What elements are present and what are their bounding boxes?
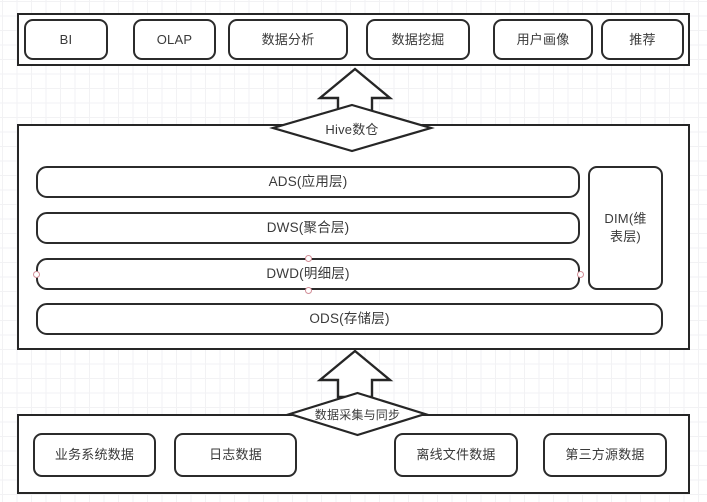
node-data-analysis[interactable]: 数据分析 [228,19,348,60]
node-bi[interactable]: BI [24,19,108,60]
layer-dim[interactable]: DIM(维 表层) [588,166,663,290]
layer-dws[interactable]: DWS(聚合层) [36,212,580,244]
selection-handle-dwd-bottom[interactable] [304,286,312,294]
arrow-sources-to-warehouse[interactable] [316,349,394,399]
layer-dwd[interactable]: DWD(明细层) [36,258,580,290]
node-user-profile[interactable]: 用户画像 [493,19,593,60]
selection-handle-dwd-top[interactable] [304,254,312,262]
layer-ods[interactable]: ODS(存储层) [36,303,663,335]
source-business-system[interactable]: 业务系统数据 [33,433,156,477]
source-third-party[interactable]: 第三方源数据 [543,433,667,477]
node-recommendation[interactable]: 推荐 [601,19,684,60]
node-data-mining[interactable]: 数据挖掘 [366,19,470,60]
node-olap[interactable]: OLAP [133,19,216,60]
selection-handle-dwd-left[interactable] [32,270,40,278]
diamond-hive-warehouse[interactable]: Hive数仓 [269,103,435,153]
diamond-data-ingestion[interactable]: 数据采集与同步 [286,391,429,437]
source-offline-file[interactable]: 离线文件数据 [394,433,518,477]
source-log-data[interactable]: 日志数据 [174,433,297,477]
selection-handle-dwd-right[interactable] [576,270,584,278]
layer-ads[interactable]: ADS(应用层) [36,166,580,198]
